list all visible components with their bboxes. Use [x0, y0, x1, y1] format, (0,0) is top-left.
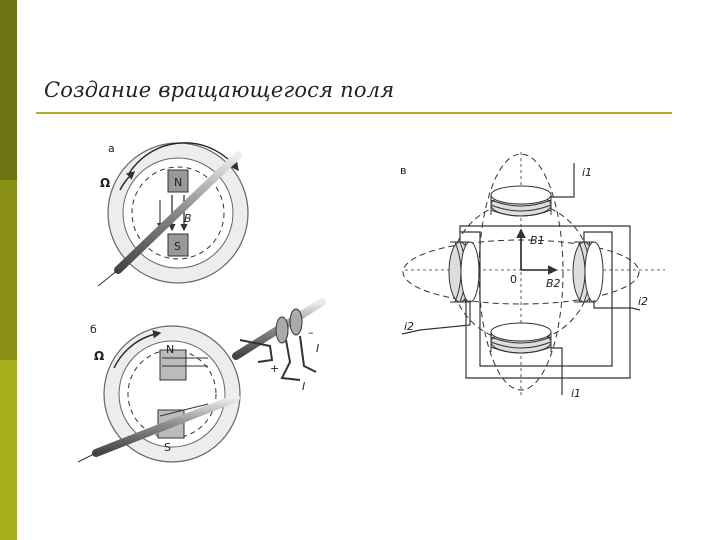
- panel-b-stator-bore: [118, 340, 226, 448]
- title-underline: [36, 112, 672, 114]
- panel-a-label: а: [108, 142, 115, 155]
- panel-a-rotation-arrow: [127, 142, 239, 176]
- panel-a-pole-north: N: [167, 169, 189, 193]
- panel-c-i2-right-label: i2: [638, 295, 648, 308]
- panel-b-shaft-end: [77, 452, 97, 463]
- panel-a-north-label: N: [174, 176, 182, 189]
- panel-c-label: в: [400, 164, 406, 177]
- panel-a-shaft: [114, 151, 242, 274]
- slide-title: Создание вращающегося поля: [44, 78, 395, 102]
- panel-c-b1-label: B1: [530, 234, 545, 247]
- panel-c-b2-label: B2: [546, 277, 561, 290]
- panel-a-field-circle: [131, 166, 225, 260]
- panel-b-current-label-2: I: [302, 380, 305, 393]
- panel-c-origin-label: 0: [510, 273, 517, 286]
- panel-b-plus-label: +: [270, 362, 279, 375]
- panel-c-i1-top-label: i1: [582, 166, 592, 179]
- panel-c: в: [400, 152, 665, 400]
- panel-b-slip-ring-2: [289, 308, 303, 336]
- panel-b-shaft: [92, 394, 240, 457]
- panel-a-shaft-end: [97, 269, 119, 287]
- sidebar-accent: [0, 0, 17, 540]
- panel-a-south-label: S: [174, 240, 181, 253]
- panel-b: б N S Ω – + I I: [77, 298, 326, 463]
- panel-b-rotation-arrow: [113, 330, 162, 369]
- panel-a-omega-label: Ω: [100, 176, 110, 190]
- panel-b-minus-label: –: [308, 326, 314, 339]
- panel-b-current-label-1: I: [316, 342, 319, 355]
- panel-c-wiring: [401, 163, 641, 395]
- panel-c-coil-bottom: [490, 322, 552, 354]
- panel-c-coil-right: [572, 241, 604, 303]
- panel-a-b-label: B: [184, 212, 192, 225]
- panel-b-label: б: [90, 323, 97, 336]
- panel-b-slip-ring-1: [275, 316, 289, 344]
- panel-c-i1-bottom-label: i1: [571, 387, 581, 400]
- panel-c-coil-left: [448, 241, 480, 303]
- panel-b-north-label: N: [166, 343, 174, 356]
- sidebar-segment-bottom: [0, 360, 17, 540]
- panel-b-brush-1: [239, 339, 274, 363]
- panel-a-rotation-arrow-2: [119, 171, 136, 191]
- sidebar-segment-top: [0, 0, 17, 180]
- panel-b-rotor-winding: [157, 349, 209, 439]
- panel-b-brush-2: [280, 339, 301, 381]
- panel-c-coil-top: [490, 185, 552, 217]
- panel-c-i2-left-label: i2: [404, 320, 414, 333]
- sidebar-segment-middle: [0, 180, 17, 360]
- panel-b-south-label: S: [164, 441, 171, 454]
- panel-b-brush-3: [299, 335, 317, 373]
- panel-a: а N S B Ω: [97, 142, 249, 287]
- panel-b-omega-label: Ω: [94, 349, 104, 363]
- panel-a-pole-south: S: [167, 233, 189, 257]
